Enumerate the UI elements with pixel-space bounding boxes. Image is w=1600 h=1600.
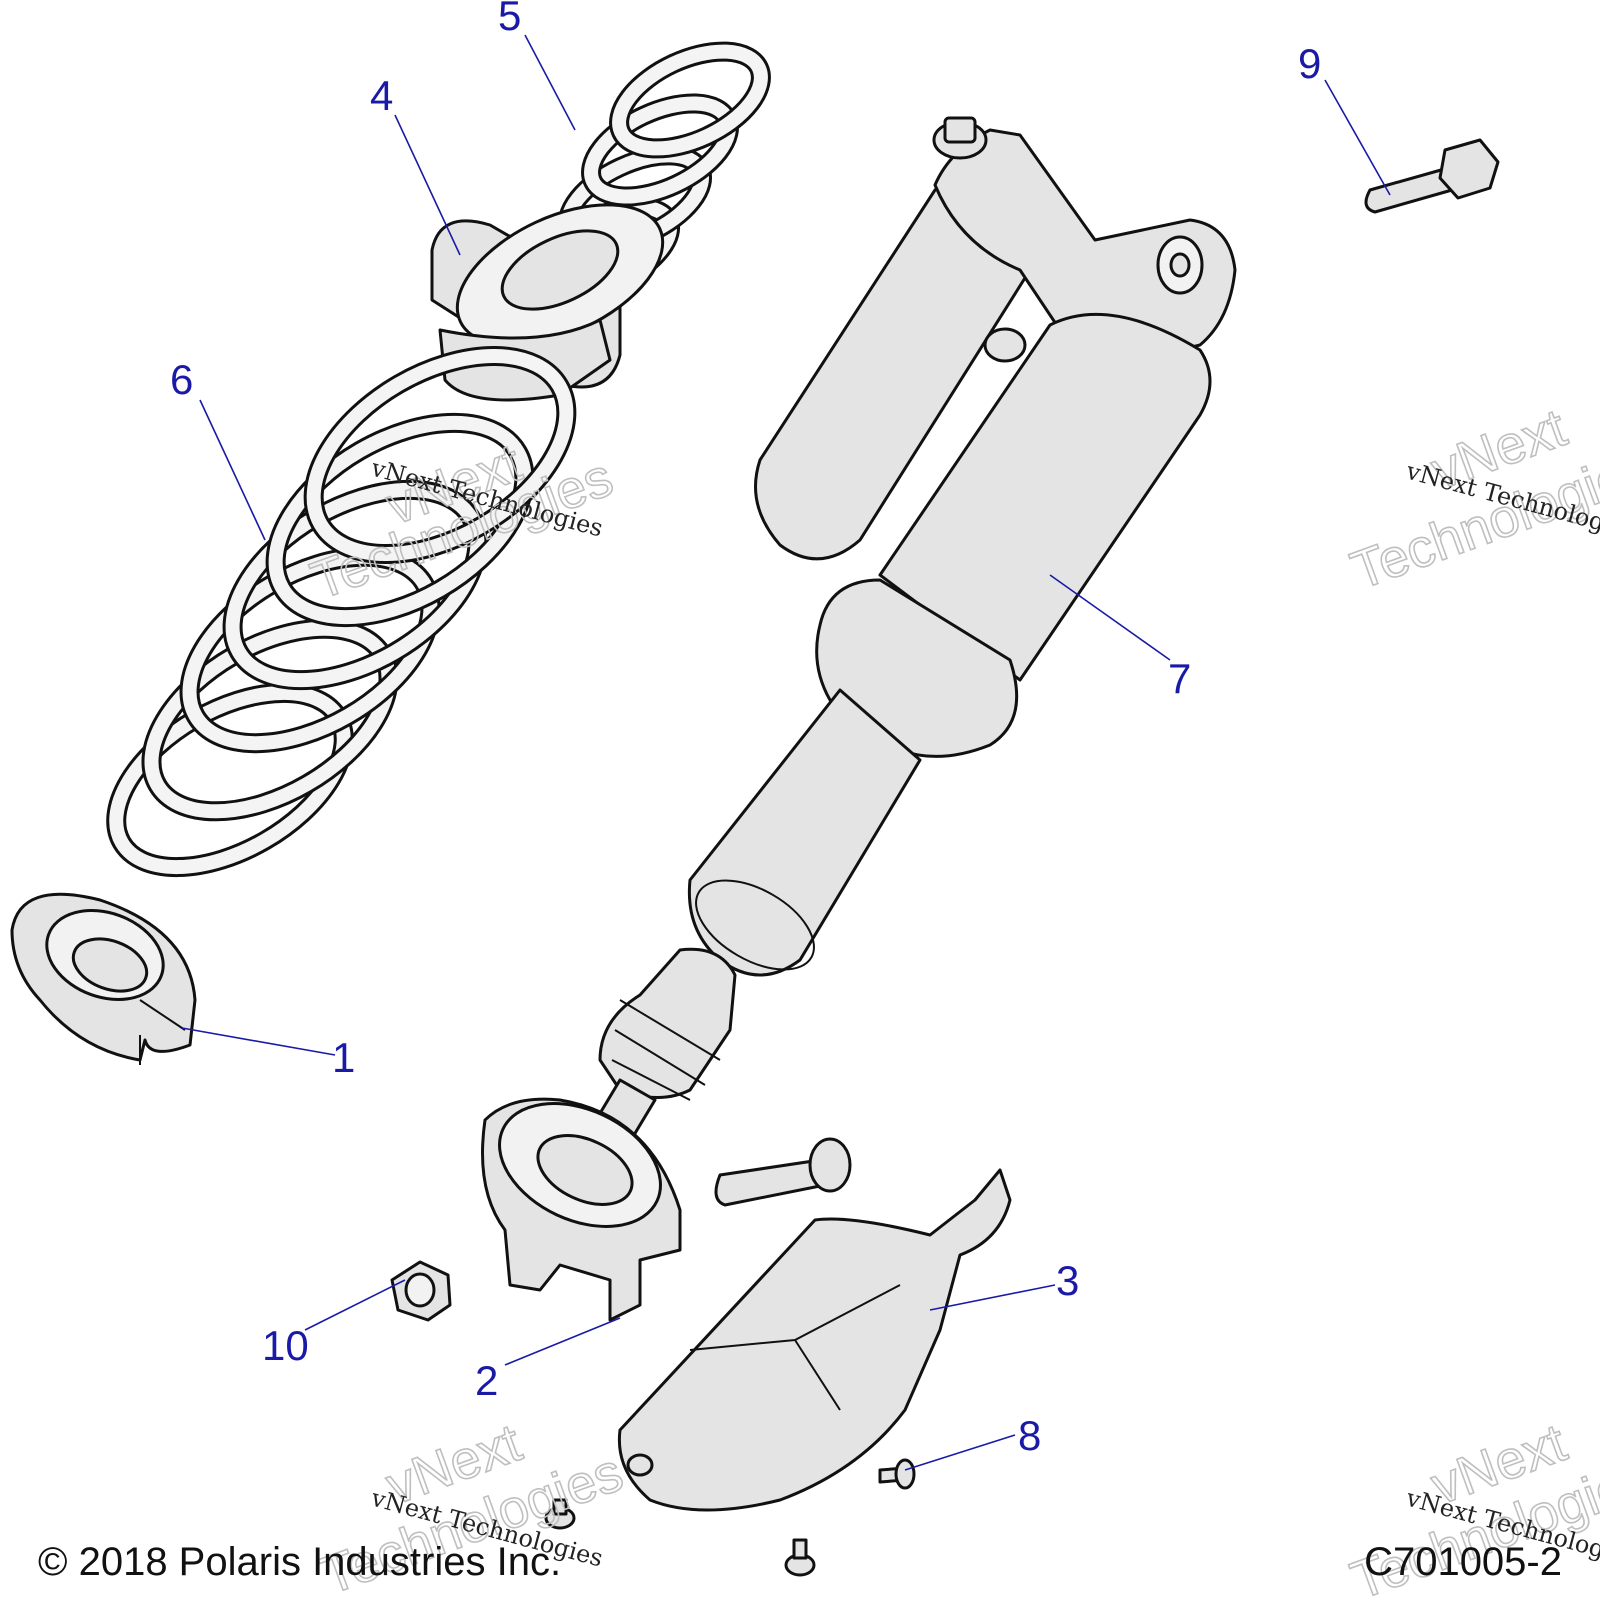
callouts: 1 2 3 4 5 6 7 8 9 10 — [170, 0, 1321, 1459]
callout-5[interactable]: 5 — [498, 0, 521, 39]
leader-10 — [304, 1279, 406, 1331]
leader-5 — [524, 34, 576, 131]
leader-lines — [181, 34, 1391, 1471]
part-7-shock-absorber[interactable] — [558, 116, 1237, 1203]
part-9-bolt[interactable] — [1364, 138, 1500, 214]
mounting-bolt[interactable] — [714, 1137, 852, 1207]
callout-1[interactable]: 1 — [332, 1034, 355, 1081]
callout-8[interactable]: 8 — [1018, 1412, 1041, 1459]
leader-4 — [394, 114, 461, 256]
callout-2[interactable]: 2 — [475, 1357, 498, 1404]
leader-8 — [904, 1434, 1016, 1471]
part-6-main-spring[interactable] — [87, 315, 601, 903]
leader-7 — [1049, 574, 1171, 661]
part-10-nut[interactable] — [390, 1260, 452, 1322]
part-1-spring-retainer[interactable] — [10, 892, 197, 1065]
part-8-screw[interactable] — [878, 1458, 916, 1490]
copyright-notice: © 2018 Polaris Industries Inc. — [38, 1540, 562, 1584]
part-3-shock-guard[interactable] — [617, 1168, 1012, 1512]
leader-9 — [1324, 79, 1391, 196]
drawing-number: C701005-2 — [1364, 1540, 1562, 1584]
leader-2 — [504, 1317, 621, 1366]
callout-7[interactable]: 7 — [1168, 655, 1191, 702]
leader-6 — [199, 399, 266, 541]
callout-4[interactable]: 4 — [370, 72, 393, 119]
leader-3 — [929, 1284, 1056, 1311]
callout-3[interactable]: 3 — [1056, 1257, 1079, 1304]
part-2-lower-bracket[interactable] — [480, 1079, 682, 1322]
callout-9[interactable]: 9 — [1298, 40, 1321, 87]
callout-6[interactable]: 6 — [170, 356, 193, 403]
leader-1 — [181, 1027, 336, 1056]
part-8-screw-extra — [544, 1498, 816, 1577]
callout-10[interactable]: 10 — [262, 1322, 309, 1369]
